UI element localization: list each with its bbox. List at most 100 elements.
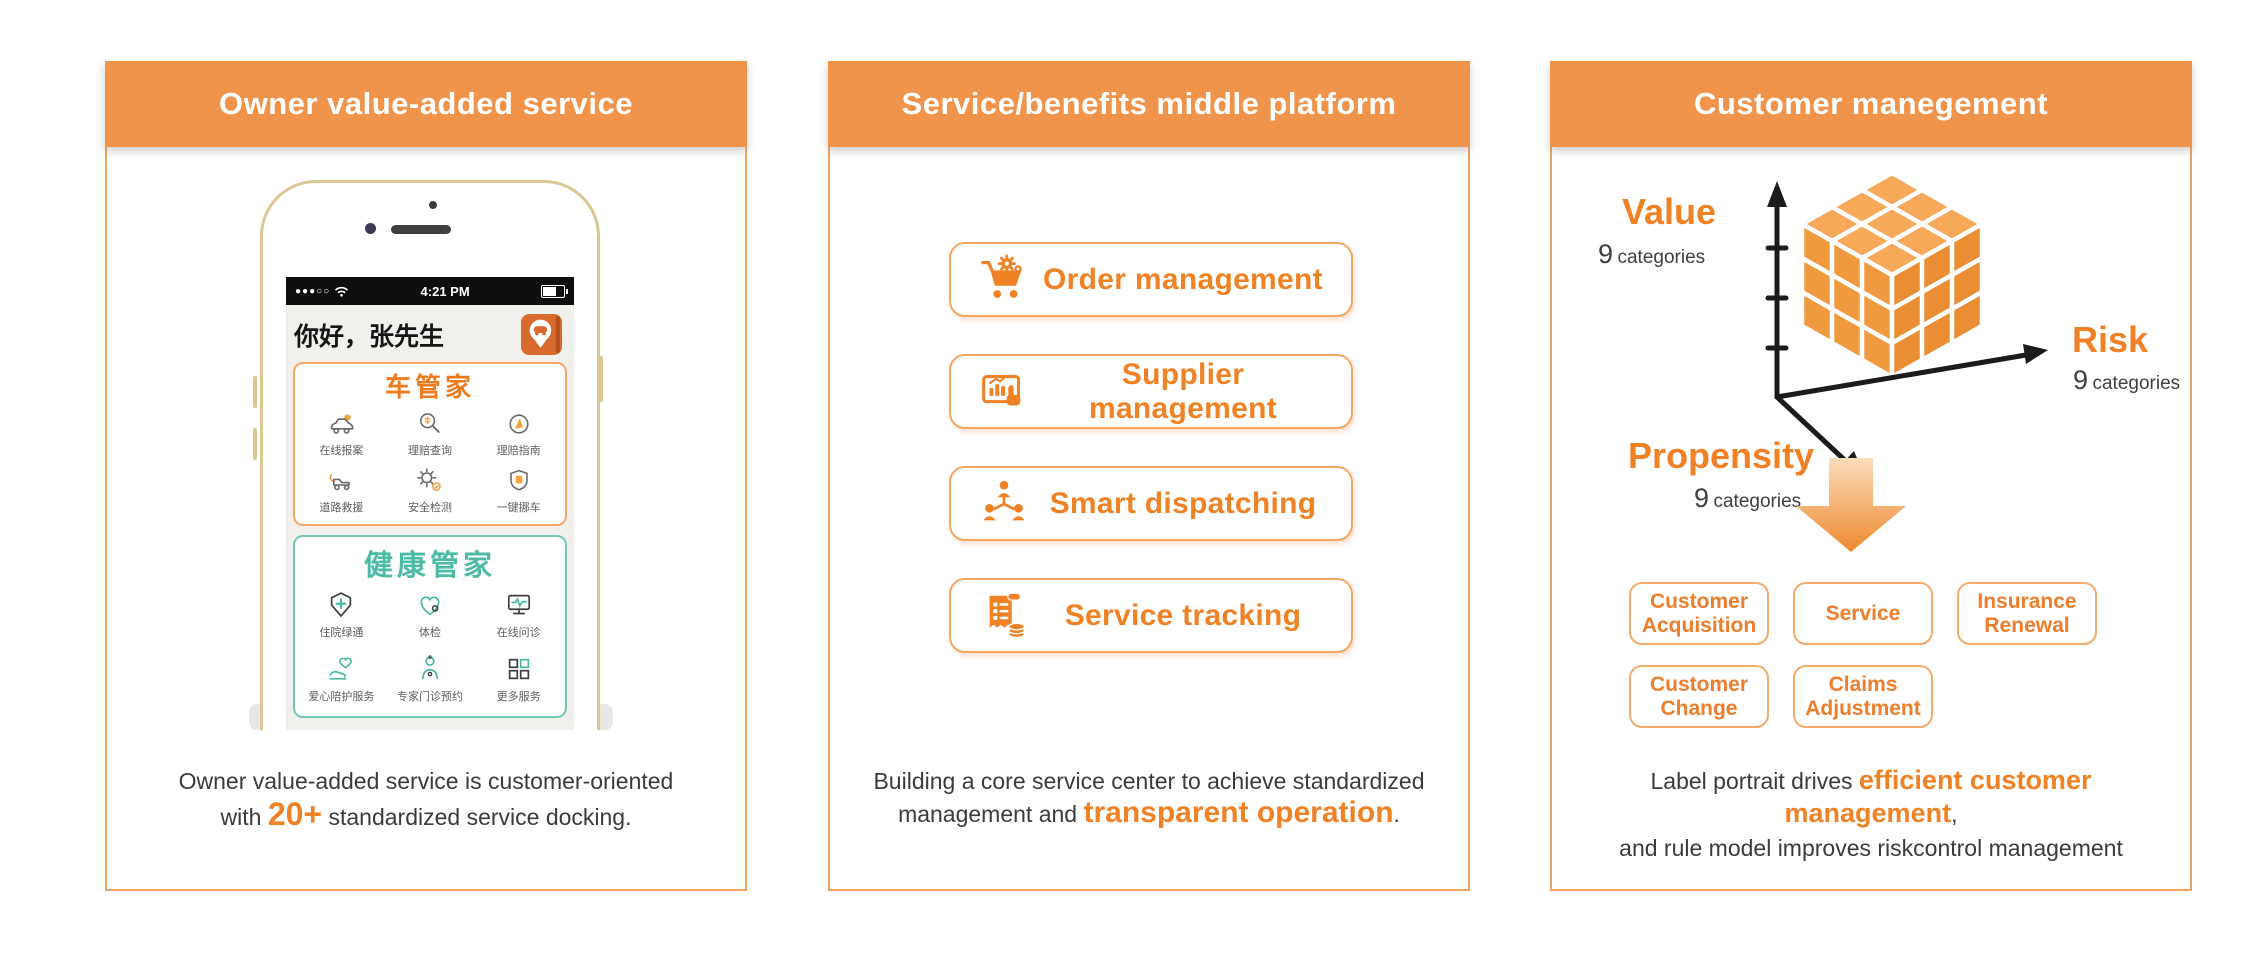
hand-heart-icon (329, 657, 353, 680)
caption-highlight: efficient customer management (1784, 765, 2092, 829)
button-label: Supplier management (1088, 357, 1278, 425)
battery-icon (541, 284, 568, 298)
caption-line1: Building a core service center to achiev… (873, 768, 1425, 794)
down-arrow-icon (1796, 458, 1906, 552)
caption-line1-pre: Label portrait drives (1650, 768, 1859, 794)
supplier-management-button[interactable]: Supplier management (949, 354, 1353, 429)
phone-body: ●●●○○ 4:21 PM 你好，张先生 (260, 180, 600, 730)
axis-label-propensity: Propensity (1628, 435, 1815, 476)
app-item-label: 在线报案 (319, 445, 364, 457)
app-item-physical-exam[interactable]: 体检 (386, 588, 475, 640)
box-insurance-renewal: Insurance Renewal (1957, 582, 2097, 646)
app-item-label: 一键挪车 (496, 502, 541, 514)
car-pin-app-icon[interactable] (521, 314, 562, 355)
app-item-label: 理赔查询 (407, 445, 452, 457)
phone-speaker (391, 225, 451, 234)
car-manager-card: 车管家 在线报案 (293, 362, 567, 526)
panel1-caption: Owner value-added service is customer-or… (125, 765, 727, 835)
status-time: 4:21 PM (420, 283, 470, 299)
app-item-label: 理赔指南 (496, 445, 541, 457)
app-item-claim-inquiry[interactable]: 理赔查询 (386, 408, 475, 458)
app-item-label: 专家门诊预约 (396, 691, 463, 703)
axis-categories-propensity: 9 categories (1694, 483, 1802, 513)
org-people-icon (983, 480, 1025, 520)
customer-journey-boxes: Customer Acquisition Service Insurance R… (1629, 582, 2097, 729)
app-item-label: 在线问诊 (496, 627, 541, 639)
greeting-row: 你好，张先生 (286, 305, 574, 360)
medical-shield-icon (331, 592, 352, 617)
order-management-button[interactable]: Order management (949, 242, 1353, 317)
app-item-label: 体检 (418, 627, 441, 639)
box-row-2: Customer Change Claims Adjustment (1629, 665, 2097, 729)
compass-icon (509, 414, 529, 434)
panel2-title: Service/benefits middle platform (828, 61, 1470, 147)
panel-owner-value-added-service: Owner value-added service ●●●○○ (105, 61, 747, 891)
app-item-care-service[interactable]: 爱心陪护服务 (297, 652, 386, 704)
phone-mockup: ●●●○○ 4:21 PM 你好，张先生 (107, 180, 749, 730)
axis-label-risk: Risk (2072, 319, 2149, 360)
car-card-title: 车管家 (384, 372, 475, 402)
box-service: Service (1793, 582, 1933, 646)
app-item-label: 更多服务 (496, 691, 541, 703)
cart-gears-icon (981, 254, 1022, 298)
panel-service-middle-platform: Service/benefits middle platform Order m… (828, 61, 1470, 891)
app-item-claim-guide[interactable]: 理赔指南 (474, 408, 563, 458)
panel-customer-management: Customer manegement (1550, 61, 2192, 891)
car-icon (330, 414, 354, 434)
phone-front-camera (365, 223, 376, 234)
receipt-coins-icon (989, 592, 1025, 638)
service-tracking-button[interactable]: Service tracking (949, 578, 1353, 653)
cube-3d-icon (1765, 170, 2048, 475)
shield-icon (509, 469, 528, 491)
axis-categories-risk: 9 categories (2073, 365, 2181, 395)
box-row-1: Customer Acquisition Service Insurance R… (1629, 582, 2097, 646)
platform-buttons: Order management Supplier management (949, 242, 1353, 653)
panel1-title: Owner value-added service (105, 61, 747, 147)
doctor-icon (421, 655, 439, 680)
box-customer-acquisition: Customer Acquisition (1629, 582, 1769, 646)
phone-screen: ●●●○○ 4:21 PM 你好，张先生 (286, 277, 574, 730)
app-item-online-consult[interactable]: 在线问诊 (474, 588, 563, 640)
car-card-grid: 在线报案 理赔查询 (297, 408, 563, 515)
app-item-more-services[interactable]: 更多服务 (474, 652, 563, 704)
caption-line1: Owner value-added service is customer-or… (178, 768, 674, 794)
segmentation-cube-diagram: Value 9 categories Risk 9 categories Pro… (1552, 153, 2194, 548)
axis-label-value: Value (1622, 191, 1717, 232)
caption-line2-post: . (1393, 801, 1400, 828)
heart-check-icon (420, 596, 440, 616)
health-card-title: 健康管家 (363, 550, 496, 582)
smart-dispatching-button[interactable]: Smart dispatching (949, 466, 1353, 541)
app-item-hospital-channel[interactable]: 住院绿通 (297, 588, 386, 640)
phone-sensor-dot (429, 201, 437, 209)
phone-power-button (599, 356, 603, 402)
wifi-icon (335, 286, 349, 297)
app-item-label: 爱心陪护服务 (308, 691, 375, 703)
panel2-caption: Building a core service center to achiev… (848, 765, 1450, 832)
caption-line2-pre: management and (898, 801, 1084, 828)
app-item-expert-appointment[interactable]: 专家门诊预约 (386, 652, 475, 704)
app-item-move-car[interactable]: 一键挪车 (474, 465, 563, 515)
app-item-label: 安全检测 (407, 502, 452, 514)
box-customer-change: Customer Change (1629, 665, 1769, 729)
more-grid-icon (508, 658, 529, 680)
greeting-text: 你好，张先生 (294, 322, 445, 351)
app-item-online-claim[interactable]: 在线报案 (297, 408, 386, 458)
app-item-label: 住院绿通 (319, 627, 364, 639)
caption-line1-post: , (1951, 801, 1958, 828)
signal-dots: ●●●○○ (295, 285, 331, 297)
claim-search-icon (419, 413, 440, 433)
phone-side-button (253, 376, 257, 408)
caption-line2-post: standardized service docking. (322, 804, 632, 831)
caption-line2: and rule model improves riskcontrol mana… (1619, 834, 2123, 861)
health-card-grid: 住院绿通 体检 (297, 588, 563, 704)
button-label: Smart dispatching (1049, 486, 1317, 520)
tablet-chart-icon (982, 374, 1021, 405)
panel3-caption: Label portrait drives efficient customer… (1570, 765, 2172, 865)
app-item-road-rescue[interactable]: 道路救援 (297, 465, 386, 515)
box-claims-adjustment: Claims Adjustment (1793, 665, 1933, 729)
axis-categories-value: 9 categories (1598, 239, 1706, 269)
caption-highlight: transparent operation (1083, 796, 1394, 830)
app-item-safety-check[interactable]: 安全检测 (386, 465, 475, 515)
panel3-title: Customer manegement (1550, 61, 2192, 147)
phone-status-bar: ●●●○○ 4:21 PM (286, 277, 574, 305)
